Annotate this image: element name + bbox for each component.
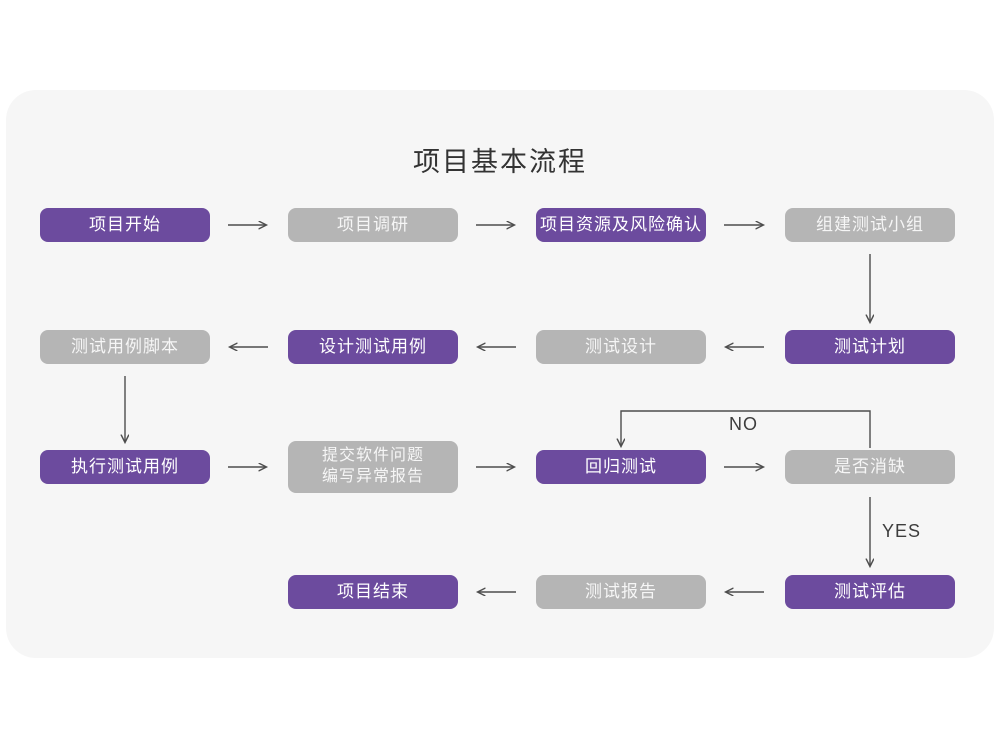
node-label: 组建测试小组 <box>816 214 924 234</box>
node-label: 项目开始 <box>89 214 161 234</box>
node-build-test-team: 组建测试小组 <box>785 208 955 242</box>
node-design-test-case: 设计测试用例 <box>288 330 458 364</box>
node-label: 测试用例脚本 <box>71 336 179 356</box>
node-label: 测试设计 <box>585 336 657 356</box>
node-label: 回归测试 <box>585 456 657 476</box>
node-test-case-script: 测试用例脚本 <box>40 330 210 364</box>
edge-label-no: NO <box>729 414 758 434</box>
node-project-end: 项目结束 <box>288 575 458 609</box>
node-label-line2: 编写异常报告 <box>321 468 424 485</box>
node-project-research: 项目调研 <box>288 208 458 242</box>
node-label: 测试计划 <box>834 336 906 356</box>
node-test-evaluate: 测试评估 <box>785 575 955 609</box>
node-execute-test-case: 执行测试用例 <box>40 450 210 484</box>
edge-label-yes: YES <box>882 521 922 541</box>
node-label: 项目结束 <box>337 581 409 601</box>
node-project-start: 项目开始 <box>40 208 210 242</box>
node-label: 测试报告 <box>585 581 657 601</box>
node-label: 设计测试用例 <box>319 336 427 356</box>
page-title: 项目基本流程 <box>413 147 587 177</box>
node-label: 执行测试用例 <box>71 456 179 476</box>
node-test-report: 测试报告 <box>536 575 706 609</box>
node-test-plan: 测试计划 <box>785 330 955 364</box>
node-label: 项目资源及风险确认 <box>540 214 702 234</box>
node-label: 项目调研 <box>337 214 409 234</box>
node-defect-resolved: 是否消缺 <box>785 450 955 484</box>
node-regression-test: 回归测试 <box>536 450 706 484</box>
node-submit-issue-report: 提交软件问题 编写异常报告 <box>288 441 458 493</box>
node-resource-risk: 项目资源及风险确认 <box>536 208 706 242</box>
node-test-design: 测试设计 <box>536 330 706 364</box>
node-label: 是否消缺 <box>834 456 906 476</box>
flowchart-card <box>6 90 994 658</box>
node-label-line1: 提交软件问题 <box>321 447 424 465</box>
node-label: 测试评估 <box>834 581 906 601</box>
